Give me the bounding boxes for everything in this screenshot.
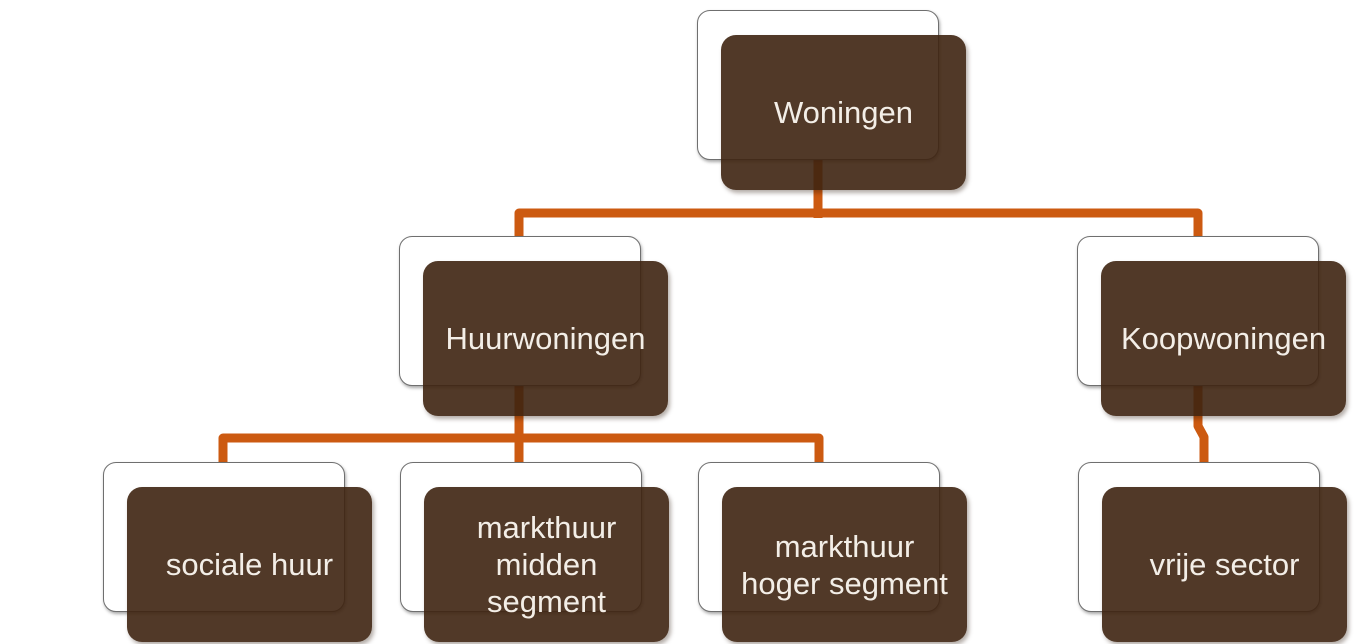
node-koopwoningen-box: Koopwoningen [1101, 261, 1346, 416]
node-huurwoningen-box: Huurwoningen [423, 261, 668, 416]
node-markthuur-midden-segment-label: markthuur midden segment [476, 510, 617, 619]
node-vrije-sector: vrije sector [1078, 462, 1348, 643]
node-vrije-sector-box: vrije sector [1102, 487, 1347, 642]
node-koopwoningen: Koopwoningen [1077, 236, 1347, 417]
node-sociale-huur-box: sociale huur [127, 487, 372, 642]
node-vrije-sector-label: vrije sector [1149, 547, 1300, 582]
node-markthuur-midden-segment-box: markthuur midden segment [424, 487, 669, 642]
node-markthuur-hoger-segment: markthuur hoger segment [698, 462, 968, 643]
node-markthuur-midden-segment: markthuur midden segment [400, 462, 670, 643]
node-woningen-box: Woningen [721, 35, 966, 190]
node-markthuur-hoger-segment-label: markthuur hoger segment [741, 528, 948, 601]
node-markthuur-hoger-segment-box: markthuur hoger segment [722, 487, 967, 642]
node-woningen-label: Woningen [773, 95, 914, 130]
node-huurwoningen: Huurwoningen [399, 236, 669, 417]
node-koopwoningen-label: Koopwoningen [1120, 321, 1327, 356]
node-woningen: Woningen [697, 10, 967, 191]
connector-huur-bus [218, 433, 824, 468]
node-sociale-huur-label: sociale huur [165, 547, 334, 582]
node-huurwoningen-label: Huurwoningen [445, 321, 646, 356]
node-sociale-huur: sociale huur [103, 462, 373, 643]
